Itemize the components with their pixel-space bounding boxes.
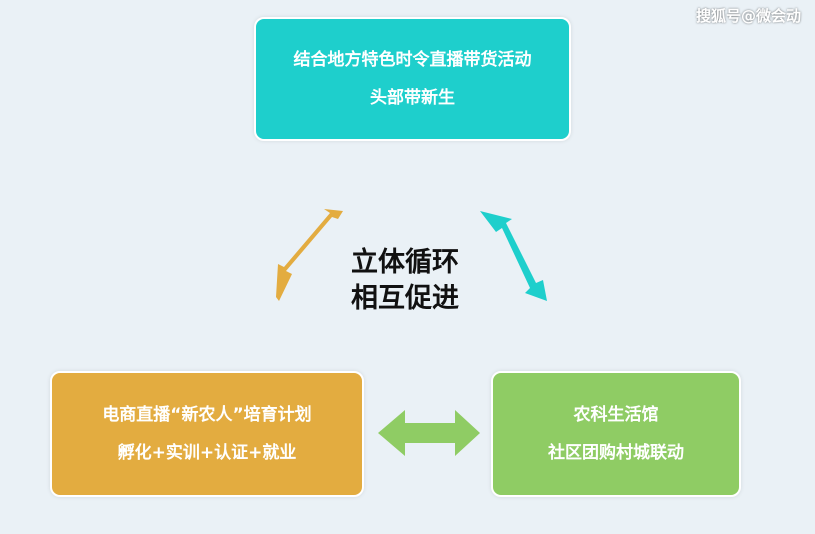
right-box-line1: 农科生活馆 <box>573 405 659 425</box>
left-box: 电商直播“新农人”培育计划 孵化+实训+认证+就业 <box>50 371 364 497</box>
center-line2: 相互促进 <box>351 283 459 314</box>
top-box-line2: 头部带新生 <box>370 88 455 108</box>
left-box-line1: 电商直播“新农人”培育计划 <box>102 405 312 425</box>
center-line1: 立体循环 <box>351 247 459 278</box>
arrow-left-diagonal <box>276 209 343 301</box>
top-box: 结合地方特色时令直播带货活动 头部带新生 <box>254 17 571 141</box>
center-label: 立体循环 相互促进 <box>330 245 480 317</box>
left-box-line2: 孵化+实训+认证+就业 <box>117 443 297 463</box>
watermark: 搜狐号@微会动 <box>695 7 801 25</box>
right-box-line2: 社区团购村城联动 <box>548 443 684 463</box>
arrow-right-diagonal <box>480 211 547 301</box>
top-box-line1: 结合地方特色时令直播带货活动 <box>293 50 532 70</box>
right-box: 农科生活馆 社区团购村城联动 <box>491 371 741 497</box>
arrow-bottom-horizontal <box>378 410 480 456</box>
